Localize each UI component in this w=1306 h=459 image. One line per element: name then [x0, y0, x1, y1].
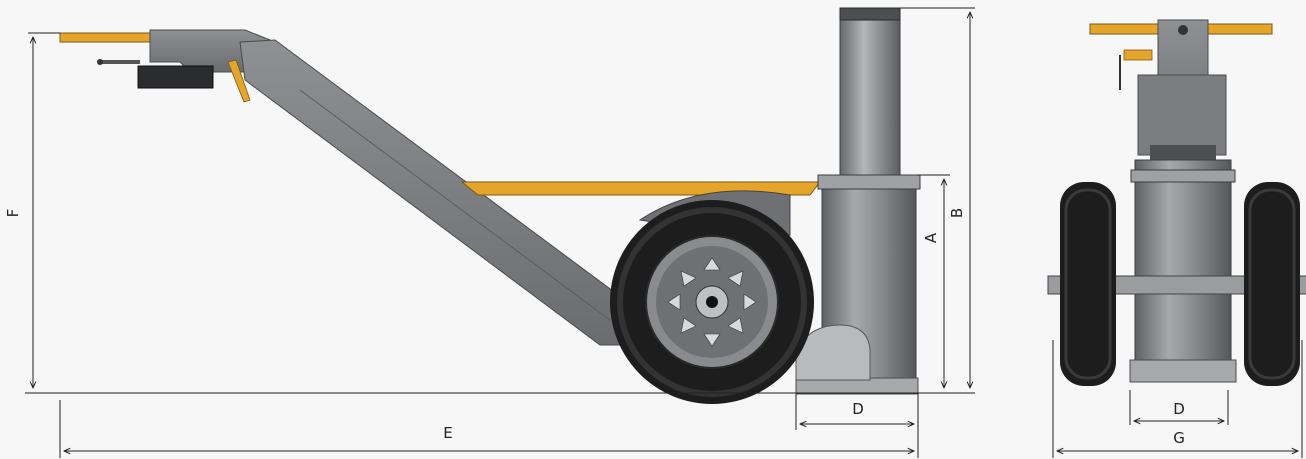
front-ram-top — [1150, 145, 1216, 160]
valve-knob — [97, 59, 103, 65]
front-cylinder — [1134, 159, 1232, 379]
front-left-wheel — [1060, 182, 1116, 386]
front-right-wheel — [1244, 182, 1300, 386]
dim-e-label: E — [443, 424, 452, 442]
release-lever — [227, 59, 251, 103]
front-lever-yellow — [1123, 49, 1153, 61]
dim-f-label: F — [4, 209, 22, 218]
front-base — [1129, 359, 1237, 383]
valve-rod — [100, 60, 140, 64]
dim-d-front-label: D — [1173, 400, 1185, 418]
dim-b-label: B — [948, 208, 966, 218]
ram — [839, 9, 901, 176]
arm-edge — [299, 89, 611, 321]
dim-g-label: G — [1173, 429, 1185, 447]
front-cylinder-collar — [1130, 169, 1236, 183]
dim-a-label: A — [922, 232, 940, 243]
dim-d-side-label: D — [852, 400, 864, 418]
front-handle-pin — [1178, 25, 1188, 35]
front-view-jack: D G — [1047, 19, 1306, 458]
front-back-plate — [1137, 74, 1227, 156]
side-wheel — [610, 200, 814, 404]
valve-block — [137, 65, 214, 89]
side-view-jack: F E D A B — [4, 7, 975, 458]
cylinder-collar — [817, 174, 921, 190]
ram-cap — [839, 7, 901, 21]
